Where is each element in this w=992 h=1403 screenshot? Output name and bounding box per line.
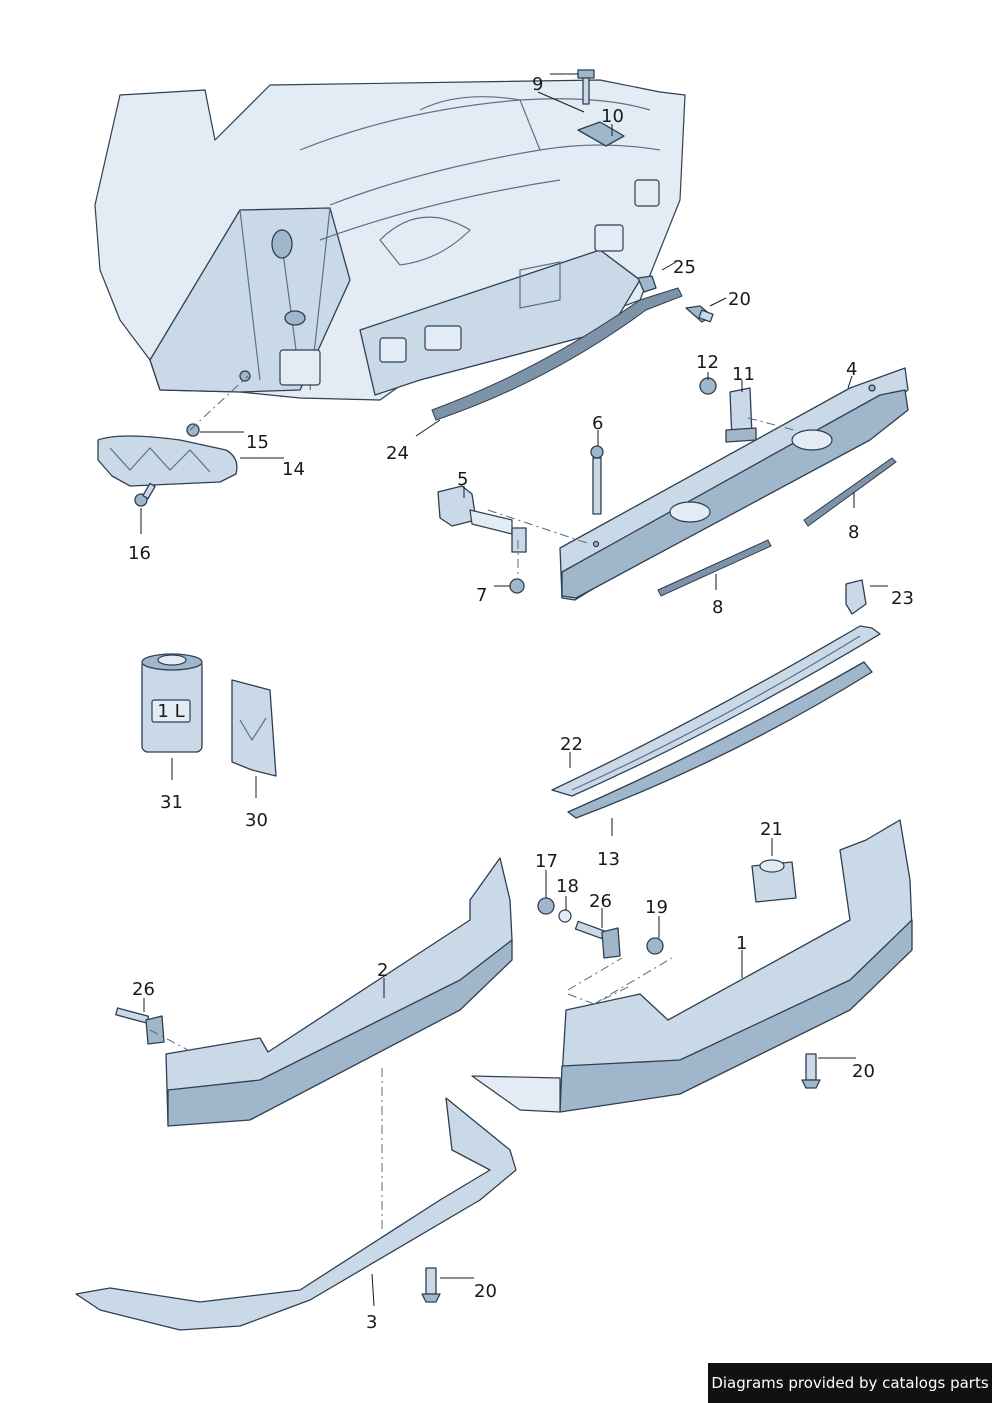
callout-5: 5 xyxy=(457,469,468,490)
callout-4: 4 xyxy=(846,359,857,380)
callout-26: 26 xyxy=(589,891,612,912)
can-label: 1 L xyxy=(157,701,184,722)
callout-8: 8 xyxy=(848,522,859,543)
callout-30: 30 xyxy=(245,810,268,831)
callout-13: 13 xyxy=(597,849,620,870)
callout-9: 9 xyxy=(532,74,543,95)
bolt-part-9 xyxy=(577,69,595,105)
callout-8: 8 xyxy=(712,597,723,618)
washer-part-18 xyxy=(558,909,572,923)
callout-7: 7 xyxy=(476,585,487,606)
nut-part-12 xyxy=(699,377,717,395)
bolt-part-26-center xyxy=(574,920,621,959)
screw-part-16 xyxy=(134,482,156,507)
bracket-part-10 xyxy=(577,121,625,147)
nut-part-7 xyxy=(509,578,525,594)
callout-26: 26 xyxy=(132,979,155,1000)
callout-2: 2 xyxy=(377,960,388,981)
retaining-strip-part-22 xyxy=(551,625,881,797)
bumper-cover-part-1 xyxy=(471,819,913,1113)
screw-part-20-right xyxy=(801,1053,821,1089)
clip-part-25 xyxy=(637,275,657,293)
callout-20: 20 xyxy=(474,1281,497,1302)
callout-10: 10 xyxy=(601,106,624,127)
assembly-dash-lines xyxy=(149,375,795,1230)
screw-part-20-bottom xyxy=(421,1267,441,1303)
bolt-part-26-left xyxy=(115,1007,165,1045)
callout-15: 15 xyxy=(246,432,269,453)
callout-6: 6 xyxy=(592,413,603,434)
callout-31: 31 xyxy=(160,792,183,813)
bracket-part-11 xyxy=(725,387,757,443)
callout-20: 20 xyxy=(728,289,751,310)
bumper-cover-part-2 xyxy=(165,857,513,1127)
screw-part-20-top xyxy=(685,305,714,323)
leader-lines xyxy=(140,73,888,1307)
nut-part-15 xyxy=(186,423,200,437)
side-guide-part-14 xyxy=(97,435,238,487)
callout-17: 17 xyxy=(535,851,558,872)
callout-labels: 9 10 25 20 12 11 4 24 15 14 16 6 5 8 7 8… xyxy=(128,74,914,1333)
strip-part-8-right xyxy=(803,457,897,527)
nut-part-19 xyxy=(646,937,664,955)
nut-part-17 xyxy=(537,897,555,915)
bumper-carrier-part-4 xyxy=(559,367,909,601)
callout-25: 25 xyxy=(673,257,696,278)
callout-23: 23 xyxy=(891,588,914,609)
callout-19: 19 xyxy=(645,897,668,918)
cleaner-can-part-31: 1 L xyxy=(141,653,203,753)
callout-20: 20 xyxy=(852,1061,875,1082)
bolt-part-6 xyxy=(590,445,604,515)
callout-11: 11 xyxy=(732,364,755,385)
callout-1: 1 xyxy=(736,933,747,954)
adhesive-pack-part-30 xyxy=(231,679,277,777)
attribution-footer: Diagrams provided by catalogs parts xyxy=(708,1363,992,1403)
guide-strip-part-24 xyxy=(431,287,683,421)
callout-24: 24 xyxy=(386,443,409,464)
callout-22: 22 xyxy=(560,734,583,755)
callout-16: 16 xyxy=(128,543,151,564)
callout-14: 14 xyxy=(282,459,305,480)
callout-3: 3 xyxy=(366,1312,377,1333)
sensor-holder-part-21 xyxy=(751,859,797,903)
callout-21: 21 xyxy=(760,819,783,840)
callout-18: 18 xyxy=(556,876,579,897)
diffuser-spoiler-part-3 xyxy=(75,1097,517,1331)
holder-part-5 xyxy=(437,485,527,553)
strip-part-13 xyxy=(567,661,873,819)
vehicle-rear-body xyxy=(94,79,686,401)
strip-part-8-left xyxy=(657,539,772,597)
guide-part-23 xyxy=(845,579,867,615)
callout-12: 12 xyxy=(696,352,719,373)
